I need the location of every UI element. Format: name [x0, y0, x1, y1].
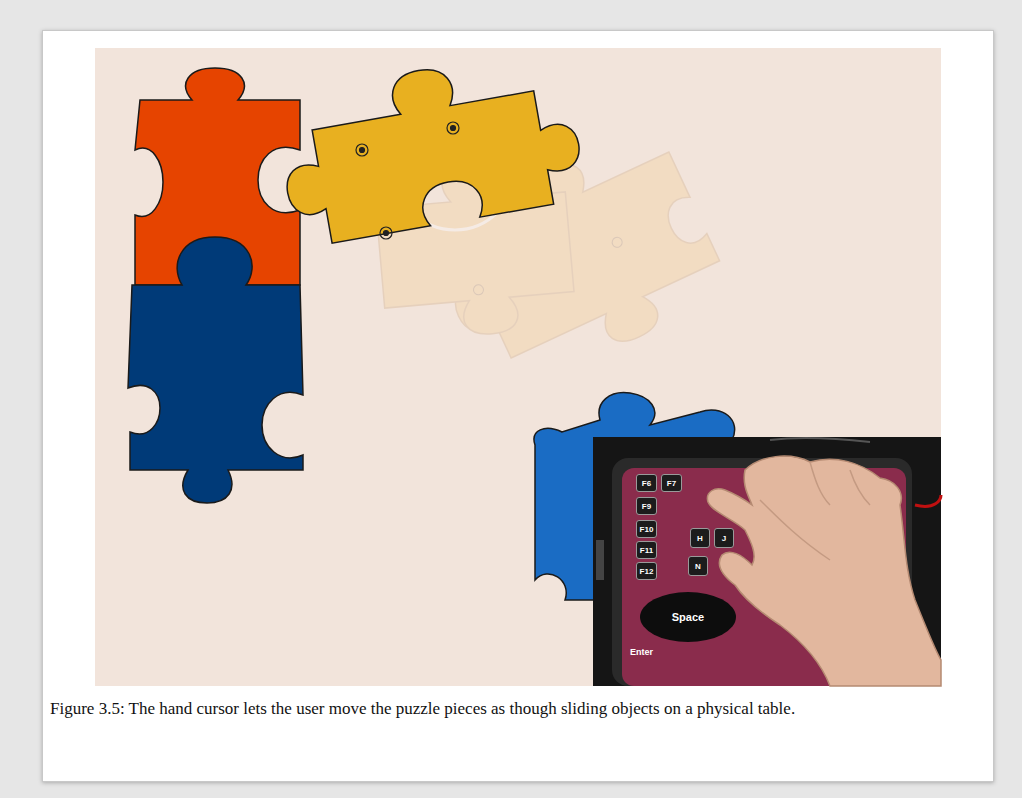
enter-key: Enter — [630, 647, 653, 657]
hand-photo — [593, 437, 941, 686]
key-label: F9 — [636, 497, 657, 515]
key-label: F10 — [636, 520, 657, 538]
figure-caption: Figure 3.5: The hand cursor lets the use… — [50, 697, 985, 720]
key-label: F11 — [636, 541, 657, 559]
key-label: H — [690, 528, 710, 548]
space-key: Space — [640, 592, 736, 642]
puzzle-piece — [128, 237, 303, 503]
touch-points — [356, 122, 459, 239]
key-label: J — [714, 528, 734, 548]
key-label: F6 — [636, 474, 657, 492]
key-label: F12 — [636, 562, 657, 580]
puzzle-piece — [271, 45, 588, 249]
key-label: F7 — [661, 474, 682, 492]
key-label: N — [688, 556, 708, 576]
